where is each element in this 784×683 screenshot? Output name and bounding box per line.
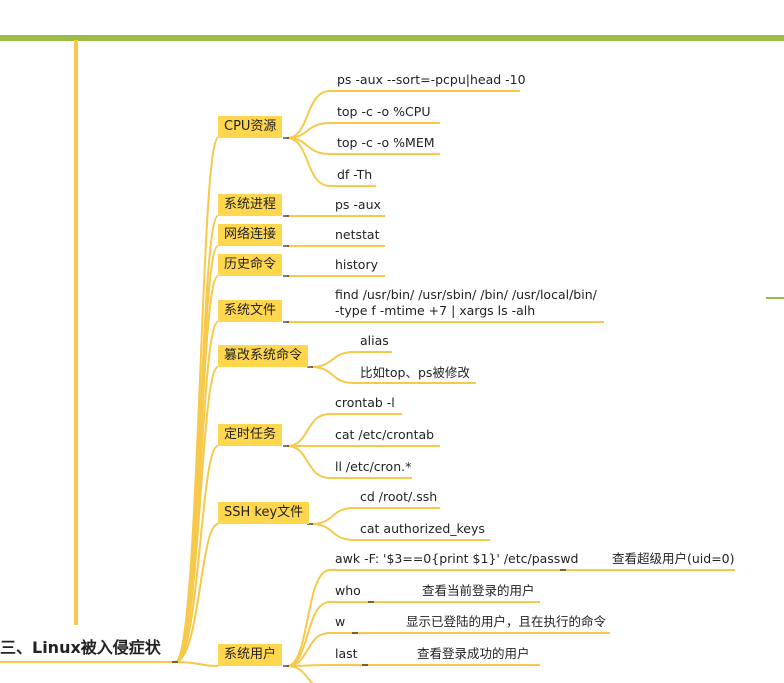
users-item-awk-cmd[interactable]: awk -F: '$3==0{print $1}' /etc/passwd — [335, 551, 579, 566]
category-process[interactable]: 系统进程 — [218, 194, 283, 216]
side-branch-stub — [766, 297, 784, 299]
trunk-users — [174, 661, 219, 667]
ssh-item-authorized-keys[interactable]: cat authorized_keys — [360, 521, 485, 536]
top-branch-line — [0, 35, 784, 41]
files-item-find[interactable]: find /usr/bin/ /usr/sbin/ /bin/ /usr/loc… — [335, 287, 597, 318]
users-item-last-cmd[interactable]: last — [335, 646, 358, 661]
users-item-last-desc[interactable]: 查看登录成功的用户 — [417, 646, 530, 661]
category-ssh-key[interactable]: SSH key文件 — [218, 502, 310, 524]
users-item-who-cmd[interactable]: who — [335, 583, 361, 598]
users-item-awk-desc[interactable]: 查看超级用户(uid=0) — [612, 551, 735, 566]
root-connector-line — [74, 40, 78, 625]
category-network[interactable]: 网络连接 — [218, 224, 283, 246]
tamper-item-alias[interactable]: alias — [360, 333, 389, 348]
category-cron[interactable]: 定时任务 — [218, 424, 283, 446]
category-files[interactable]: 系统文件 — [218, 300, 283, 322]
cron-item-etc-crontab[interactable]: cat /etc/crontab — [335, 427, 435, 442]
category-users[interactable]: 系统用户 — [218, 644, 283, 666]
cpu-item-df[interactable]: df -Th — [337, 167, 373, 182]
category-cpu[interactable]: CPU资源 — [218, 116, 283, 138]
trunk-tamper — [174, 366, 219, 663]
trunk-ssh — [174, 523, 219, 663]
cron-item-ll-cron[interactable]: ll /etc/cron.* — [335, 459, 412, 474]
category-history[interactable]: 历史命令 — [218, 254, 283, 276]
cpu-item-ps-sort[interactable]: ps -aux --sort=-pcpu|head -10 — [337, 72, 526, 87]
root-node-title[interactable]: 三、Linux被入侵症状 — [0, 638, 161, 657]
users-item-w-desc[interactable]: 显示已登陆的用户，且在执行的命令 — [406, 614, 607, 629]
ssh-item-cd[interactable]: cd /root/.ssh — [360, 489, 438, 504]
trunk-cron — [174, 445, 219, 663]
tamper-item-example[interactable]: 比如top、ps被修改 — [360, 365, 470, 380]
history-item[interactable]: history — [335, 257, 378, 272]
process-item-ps[interactable]: ps -aux — [335, 197, 381, 212]
users-item-w-cmd[interactable]: w — [335, 614, 346, 629]
cron-item-crontab[interactable]: crontab -l — [335, 395, 395, 410]
cpu-item-top-mem[interactable]: top -c -o %MEM — [337, 135, 435, 150]
users-item-who-desc[interactable]: 查看当前登录的用户 — [422, 583, 535, 598]
cpu-item-top-cpu[interactable]: top -c -o %CPU — [337, 104, 431, 119]
network-item-netstat[interactable]: netstat — [335, 227, 380, 242]
category-tampered-commands[interactable]: 篡改系统命令 — [218, 345, 309, 367]
